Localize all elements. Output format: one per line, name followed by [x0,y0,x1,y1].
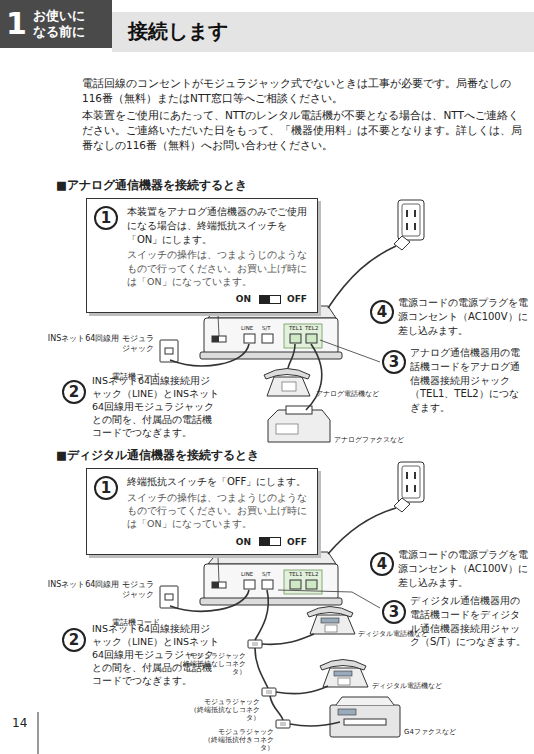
step-number-text: 3 [389,605,399,620]
instruction-text: 終端抵抗スイッチを「OFF」にします。 [127,475,309,489]
switch-label: OFF [287,294,307,305]
step-number: 2 [62,628,86,652]
switch-icon [259,295,281,304]
page-number: 14 [12,716,36,731]
step-number-text: 3 [389,355,399,370]
step-number-text: 2 [69,385,79,400]
note-text: スイッチの操作は、つまようじのようなもので行ってください。お買い上げ時には「ON… [127,491,309,530]
switch-label: ON [236,294,251,305]
step-text: 電源コードの電源プラグを電源コンセント（AC100V）に差し込みます。 [398,548,528,589]
switch-label: ON [236,537,251,548]
jack-label: LINE [241,325,261,332]
step-number-text: 2 [69,633,79,648]
step-number: 3 [382,350,406,374]
step-number: 4 [370,300,394,324]
chapter-label: お使いに なる前に [33,8,89,41]
switch-label: OFF [287,537,307,548]
section-heading: ■アナログ通信機器を接続するとき [56,178,356,192]
part-label: アナログ電話機など [316,390,396,399]
part-label: INSネット64回線用 モジュラジャック [40,334,154,355]
step-number-text: 1 [101,481,111,496]
part-label: INSネット64回線用 モジュラジャック [40,580,154,601]
step-number: 2 [62,380,86,404]
step-text: アナログ通信機器用の電話機コードをアナログ通信機器接続用ジャック（TEL1、TE… [410,346,528,415]
part-label: ディジタル電話機など [372,682,452,691]
jack-label: TEL1 [289,571,305,578]
page-title: 接続します [128,18,228,45]
step-number: 3 [382,600,406,624]
note-text: スイッチの操作は、つまようじのようなもので行ってください。お買い上げ時には「ON… [127,248,309,287]
step-text: ディジタル通信機器用の電話機コードをディジタル通信機器接続用ジャック（S/T）に… [410,594,528,649]
jack-label: S/T [262,571,276,578]
step-text: 電源コードの電源プラグを電源コンセント（AC100V）に差し込みます。 [398,296,528,337]
callout-box: 終端抵抗スイッチを「OFF」にします。スイッチの操作は、つまようじのようなもので… [86,468,318,555]
step-number: 4 [370,552,394,576]
intro-text: 電話回線のコンセントがモジュラジャック式でないときは工事が必要です。局番なしの1… [82,76,524,106]
jack-label: S/T [262,325,276,332]
chapter-number: 1 [6,9,27,39]
part-label: ディジタル電話機など [358,630,438,639]
chapter-tab: 1お使いに なる前に [0,0,112,48]
part-label: モジュラジャック （終端抵抗なしコネクタ） [190,698,260,722]
leader-line [218,315,219,336]
jack-label: TEL2 [305,325,321,332]
jack-label: LINE [241,571,261,578]
callout-box: 本装置をアナログ通信機器のみでご使用になる場合は、終端抵抗スイッチを「ON」にし… [86,198,318,313]
part-label: モジュラジャック （終端抵抗付きコネクタ） [204,728,274,752]
leader-line [218,557,219,582]
part-label: G4ファクスなど [404,728,484,737]
step-text: INSネット64回線接続用ジャック（LINE）とINSネット64回線用モジュラジ… [92,374,220,440]
step-number: 1 [94,206,118,230]
jack-label: TEL1 [289,325,305,332]
instruction-text: 本装置をアナログ通信機器のみでご使用になる場合は、終端抵抗スイッチを「ON」にし… [127,205,309,246]
section-heading: ■ディジタル通信機器を接続するとき [56,448,356,462]
step-number-text: 4 [377,305,387,320]
switch-icon [259,537,281,546]
intro-text: 本装置をご使用にあたって、NTTのレンタル電話機が不要となる場合は、NTTへご連… [82,108,524,154]
step-number-text: 4 [377,557,387,572]
part-label: アナログファクスなど [334,436,424,445]
part-label: モジュラジャック （終端抵抗なしコネクタ） [176,652,246,676]
jack-label: TEL2 [305,571,321,578]
step-number: 1 [94,476,118,500]
step-number-text: 1 [101,211,111,226]
